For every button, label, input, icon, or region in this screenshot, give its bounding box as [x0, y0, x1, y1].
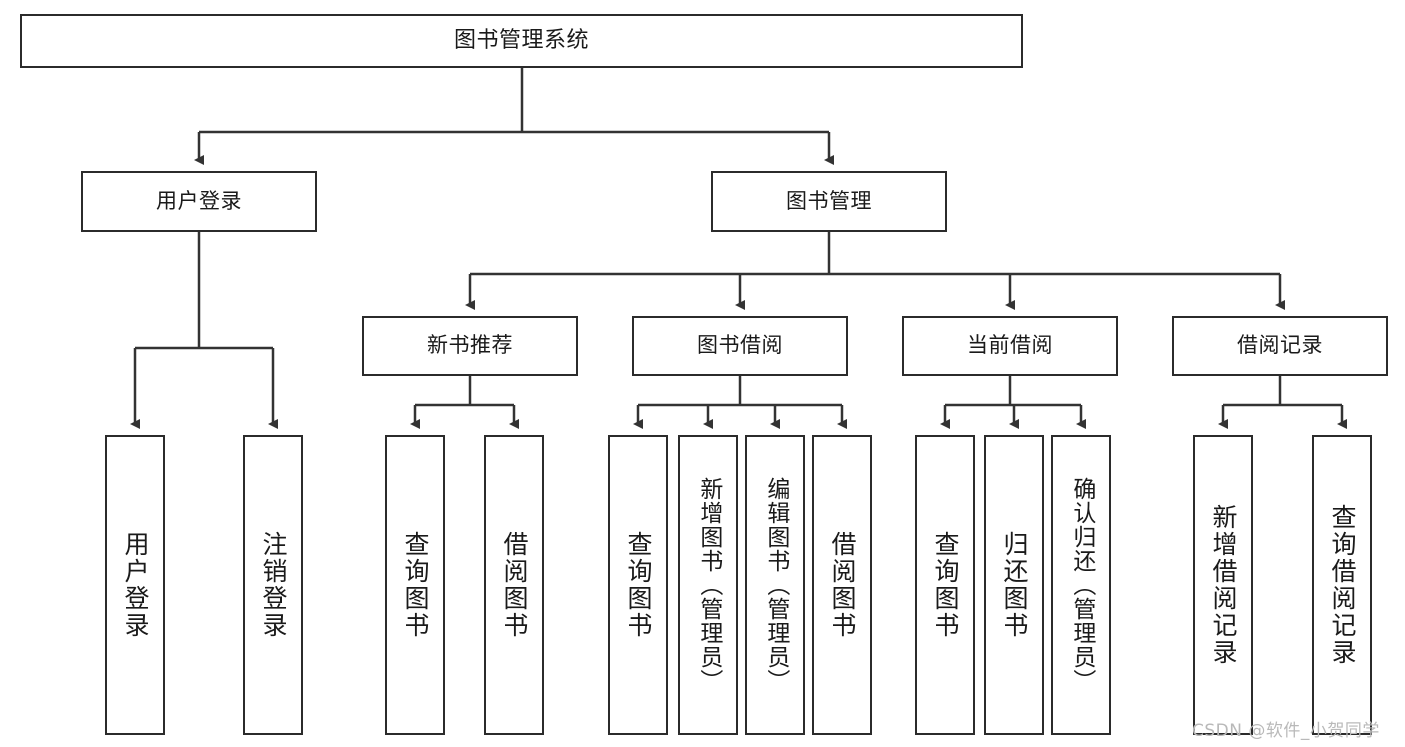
- node-book-borrow[interactable]: 图书借阅: [632, 316, 848, 376]
- node-leaf-edit-book-admin-label: 编辑图书（管理员）: [762, 477, 789, 693]
- node-leaf-return-book-label: 归还图书: [1000, 531, 1029, 639]
- node-new-book-recommend[interactable]: 新书推荐: [362, 316, 578, 376]
- csdn-watermark: CSDN @软件_小贺同学: [1192, 721, 1380, 741]
- node-leaf-query-book-1-label: 查询图书: [401, 531, 430, 639]
- node-leaf-return-book[interactable]: 归还图书: [984, 435, 1044, 735]
- node-leaf-query-borrow-record-label: 查询借阅记录: [1328, 504, 1357, 666]
- node-leaf-user-login-label: 用户登录: [121, 531, 150, 639]
- node-user-login[interactable]: 用户登录: [81, 171, 317, 232]
- node-leaf-logout-login[interactable]: 注销登录: [243, 435, 303, 735]
- node-new-book-recommend-label: 新书推荐: [427, 333, 513, 358]
- node-current-borrow-label: 当前借阅: [967, 333, 1053, 358]
- node-leaf-query-book-2-label: 查询图书: [624, 531, 653, 639]
- node-book-borrow-label: 图书借阅: [697, 333, 783, 358]
- node-leaf-add-book-admin-label: 新增图书（管理员）: [695, 477, 722, 693]
- node-leaf-query-book-3-label: 查询图书: [931, 531, 960, 639]
- node-leaf-query-book-1[interactable]: 查询图书: [385, 435, 445, 735]
- node-leaf-user-login[interactable]: 用户登录: [105, 435, 165, 735]
- node-root-label: 图书管理系统: [453, 27, 589, 53]
- node-root[interactable]: 图书管理系统: [20, 14, 1023, 68]
- node-leaf-edit-book-admin[interactable]: 编辑图书（管理员）: [745, 435, 805, 735]
- node-borrow-record[interactable]: 借阅记录: [1172, 316, 1388, 376]
- node-current-borrow[interactable]: 当前借阅: [902, 316, 1118, 376]
- node-leaf-confirm-return-admin-label: 确认归还（管理员）: [1068, 477, 1095, 693]
- node-leaf-add-borrow-record[interactable]: 新增借阅记录: [1193, 435, 1253, 735]
- node-leaf-add-borrow-record-label: 新增借阅记录: [1209, 504, 1238, 666]
- node-leaf-query-book-2[interactable]: 查询图书: [608, 435, 668, 735]
- node-borrow-record-label: 借阅记录: [1237, 333, 1323, 358]
- node-leaf-query-book-3[interactable]: 查询图书: [915, 435, 975, 735]
- node-leaf-borrow-book-1[interactable]: 借阅图书: [484, 435, 544, 735]
- node-user-login-label: 用户登录: [156, 188, 242, 213]
- node-leaf-confirm-return-admin[interactable]: 确认归还（管理员）: [1051, 435, 1111, 735]
- node-book-manage[interactable]: 图书管理: [711, 171, 947, 232]
- node-leaf-add-book-admin[interactable]: 新增图书（管理员）: [678, 435, 738, 735]
- node-leaf-logout-login-label: 注销登录: [259, 531, 288, 639]
- node-leaf-borrow-book-2[interactable]: 借阅图书: [812, 435, 872, 735]
- node-book-manage-label: 图书管理: [786, 188, 872, 213]
- node-leaf-query-borrow-record[interactable]: 查询借阅记录: [1312, 435, 1372, 735]
- node-leaf-borrow-book-2-label: 借阅图书: [828, 531, 857, 639]
- node-leaf-borrow-book-1-label: 借阅图书: [500, 531, 529, 639]
